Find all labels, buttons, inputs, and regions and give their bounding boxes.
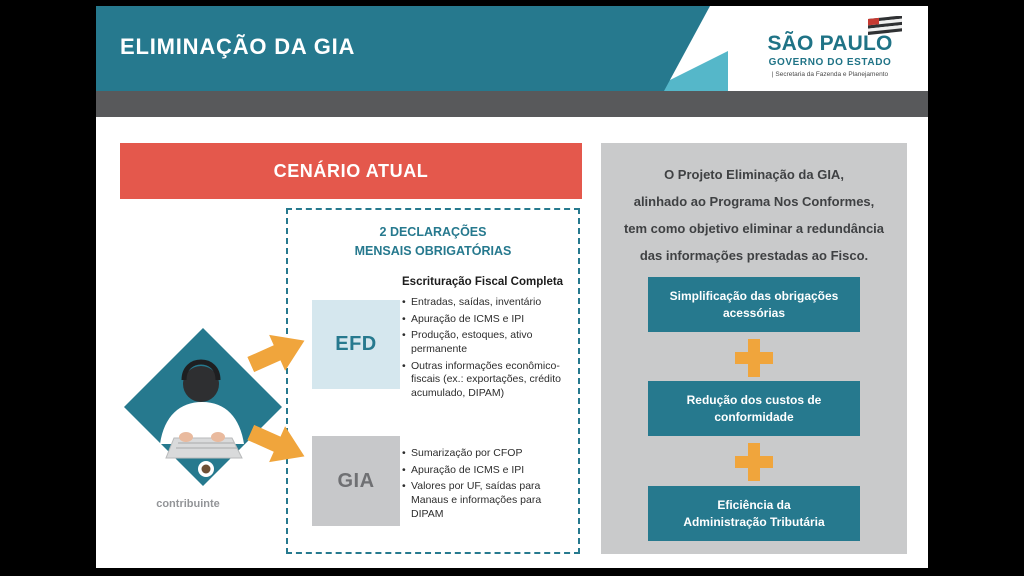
efd-box: EFD	[312, 300, 400, 389]
gia-bullet-item: Apuração de ICMS e IPI	[402, 464, 562, 478]
logo-state-name: SÃO PAULO	[767, 32, 893, 55]
declarations-box: 2 DECLARAÇÕES MENSAIS OBRIGATÓRIAS Escri…	[286, 208, 580, 554]
arrow-to-gia-icon	[247, 424, 305, 463]
gia-label: GIA	[337, 469, 375, 492]
efd-bullet-item: Produção, estoques, ativo permanente	[402, 329, 562, 356]
cenario-atual-banner: CENÁRIO ATUAL	[120, 143, 582, 199]
plus-icon	[735, 339, 773, 377]
contribuinte-label: contribuinte	[156, 498, 220, 510]
contribuinte-illustration	[124, 328, 282, 486]
project-intro: O Projeto Eliminação da GIA, alinhado ao…	[623, 167, 885, 263]
benefit-box-reducao: Redução dos custos de conformidade	[648, 381, 860, 436]
gia-box: GIA	[312, 436, 400, 526]
arrow-to-efd-icon	[247, 334, 305, 373]
benefit-label: Simplificação das obrigações acessórias	[669, 289, 839, 320]
gia-bullet-item: Sumarização por CFOP	[402, 447, 562, 461]
slide-title: ELIMINAÇÃO DA GIA	[120, 34, 356, 59]
efd-bullet-list: Entradas, saídas, inventário Apuração de…	[402, 296, 562, 403]
gia-bullet-item: Valores por UF, saídas para Manaus e inf…	[402, 480, 562, 521]
logo-government-label: GOVERNO DO ESTADO	[768, 57, 892, 68]
header-divider-bar	[96, 91, 928, 117]
efd-bullet-item: Apuração de ICMS e IPI	[402, 313, 562, 327]
declarations-title: 2 DECLARAÇÕES MENSAIS OBRIGATÓRIAS	[354, 225, 512, 259]
benefit-label: Redução dos custos de conformidade	[686, 393, 822, 424]
project-panel: O Projeto Eliminação da GIA, alinhado ao…	[601, 143, 907, 554]
gia-bullet-list: Sumarização por CFOP Apuração de ICMS e …	[402, 447, 562, 524]
benefit-box-simplificacao: Simplificação das obrigações acessórias	[648, 277, 860, 332]
sao-paulo-logo: SÃO PAULO GOVERNO DO ESTADO | Secretaria…	[754, 16, 906, 78]
plus-icon	[735, 443, 773, 481]
efd-label: EFD	[335, 333, 377, 355]
efd-bullet-item: Outras informações econômico-fiscais (ex…	[402, 360, 562, 401]
benefit-box-eficiencia: Eficiência da Administração Tributária	[648, 486, 860, 541]
slide: ELIMINAÇÃO DA GIA SÃO PAULO GOVERNO DO E…	[96, 6, 928, 568]
sao-paulo-flag-icon	[868, 16, 902, 36]
benefit-label: Eficiência da Administração Tributária	[683, 498, 825, 529]
efd-bullet-item: Entradas, saídas, inventário	[402, 296, 562, 310]
cenario-atual-title: CENÁRIO ATUAL	[273, 160, 429, 181]
efd-heading: Escrituração Fiscal Completa	[402, 276, 564, 288]
logo-department-label: | Secretaria da Fazenda e Planejamento	[771, 71, 889, 78]
header-banner: ELIMINAÇÃO DA GIA	[96, 6, 710, 91]
